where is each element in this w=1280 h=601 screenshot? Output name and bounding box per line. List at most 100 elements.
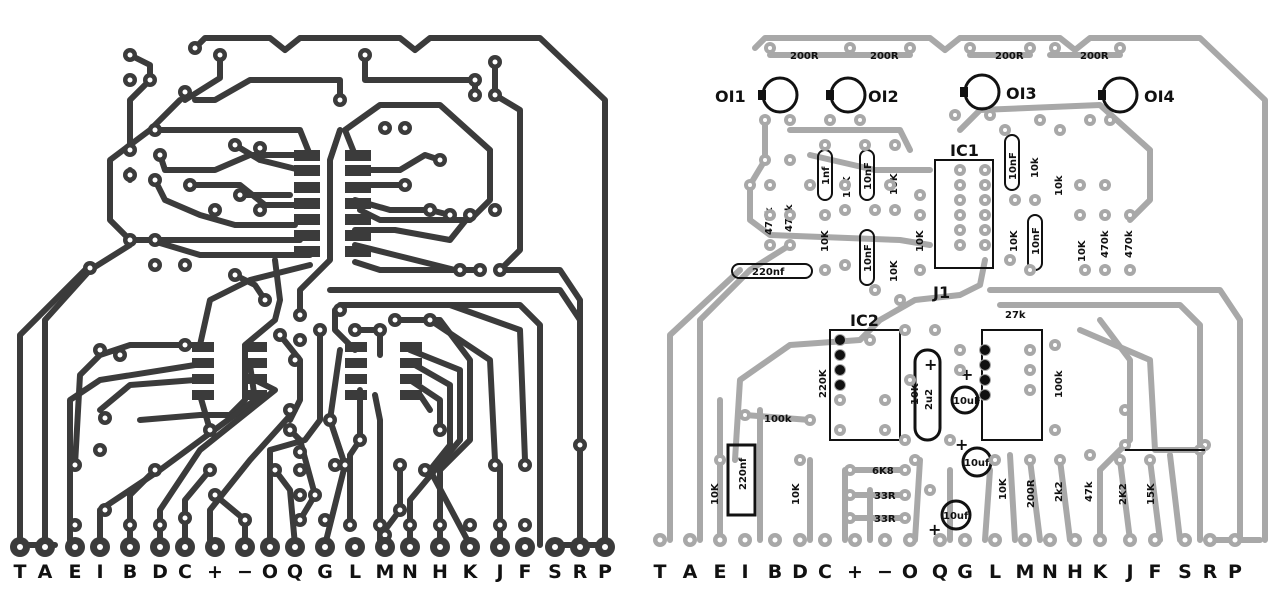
pad-hole <box>232 272 238 278</box>
pad-hole <box>958 368 962 372</box>
pad-hole <box>297 517 303 523</box>
component-overlay: OI1 OI2 OI3 OI4 IC1 IC2 <box>653 35 1268 547</box>
pad-hole <box>968 46 972 50</box>
pad-hole <box>1182 537 1188 543</box>
pad-hole <box>893 208 897 212</box>
pad-hole <box>97 447 103 453</box>
pad-hole <box>823 268 827 272</box>
svg-text:10k: 10k <box>1054 175 1065 196</box>
pad-hole <box>718 458 722 462</box>
pad-hole <box>798 458 802 462</box>
pad-hole <box>97 347 103 353</box>
pad-hole <box>983 183 987 187</box>
pad-hole <box>958 198 962 202</box>
edge-label: S <box>548 561 562 583</box>
edge-label: D <box>152 561 168 583</box>
pad-hole <box>993 458 997 462</box>
pad-hole <box>918 268 922 272</box>
pad-hole <box>447 212 453 218</box>
pad-hole <box>377 522 383 528</box>
pad-hole <box>903 516 907 520</box>
svg-text:15K: 15K <box>1146 482 1157 505</box>
pad-hole <box>1013 198 1017 202</box>
pad-hole <box>272 467 278 473</box>
edge-label: R <box>573 561 588 583</box>
pad-hole <box>297 467 303 473</box>
edge-label: J <box>494 561 503 583</box>
edge-label: N <box>402 561 418 583</box>
pad-hole <box>838 398 842 402</box>
svg-text:47k: 47k <box>1084 481 1095 502</box>
pad-hole <box>772 537 778 543</box>
edge-label: O <box>262 561 278 583</box>
pad-hole <box>768 213 772 217</box>
pad-hole <box>958 348 962 352</box>
transistor-oi1-label: OI1 <box>715 87 746 106</box>
edge-label: Q <box>287 561 303 583</box>
edge-label: M <box>1016 561 1035 583</box>
pad-hole <box>1003 128 1007 132</box>
svg-text:2k2: 2k2 <box>1054 481 1065 502</box>
pad-hole <box>492 59 498 65</box>
pad-hole <box>182 342 188 348</box>
pad-hole <box>72 544 78 550</box>
pad-hole <box>72 462 78 468</box>
pad-hole <box>1088 453 1092 457</box>
pad-hole <box>983 168 987 172</box>
pad-hole <box>182 89 188 95</box>
pad-hole <box>257 207 263 213</box>
transistor-oi2: OI2 <box>826 76 899 114</box>
pad-hole <box>843 183 847 187</box>
pad-hole <box>127 544 133 550</box>
pad-hole <box>907 537 913 543</box>
edge-label: D <box>792 561 808 583</box>
capacitor-10uf-a: 10uF <box>950 385 981 415</box>
pad-hole <box>437 157 443 163</box>
overlay-through-hole-pads <box>714 42 1211 524</box>
svg-text:100k: 100k <box>764 414 792 425</box>
pad-hole <box>127 52 133 58</box>
svg-text:10K: 10K <box>820 229 831 252</box>
edge-label: + <box>207 561 223 583</box>
pad-hole <box>748 183 752 187</box>
pad-hole <box>1053 428 1057 432</box>
pad-hole <box>1058 458 1062 462</box>
pad-hole <box>212 492 218 498</box>
transistor-oi1: OI1 <box>715 76 799 114</box>
ic2-label: IC2 <box>850 311 879 330</box>
pad-hole <box>522 522 528 528</box>
pad-hole <box>497 544 503 550</box>
pad-hole <box>242 544 248 550</box>
pad-hole <box>287 407 293 413</box>
pad-hole <box>958 228 962 232</box>
svg-text:10K: 10K <box>998 477 1009 500</box>
pad-hole <box>577 442 583 448</box>
pad-hole <box>127 147 133 153</box>
pad-hole <box>838 428 842 432</box>
ic-pin <box>980 345 990 355</box>
pad-hole <box>983 198 987 202</box>
transistor-oi4-label: OI4 <box>1144 87 1175 106</box>
pad-hole <box>72 522 78 528</box>
pad-hole <box>868 338 872 342</box>
pad-hole <box>1038 118 1042 122</box>
edge-label: − <box>237 561 253 583</box>
edge-label: E <box>69 561 82 583</box>
edge-label: Q <box>932 561 948 583</box>
pad-hole <box>127 237 133 243</box>
transistor-oi3-label: OI3 <box>1006 84 1037 103</box>
pad-hole <box>763 118 767 122</box>
pad-hole <box>958 213 962 217</box>
pad-hole <box>763 158 767 162</box>
transistor-oi3: OI3 <box>960 73 1037 111</box>
pad-hole <box>863 143 867 147</box>
pad-hole <box>237 192 243 198</box>
pad-hole <box>1207 537 1213 543</box>
pad-hole <box>297 449 303 455</box>
pad-hole <box>407 522 413 528</box>
pad-hole <box>437 544 443 550</box>
pad-hole <box>317 327 323 333</box>
pad-hole <box>497 522 503 528</box>
pad-hole <box>1028 46 1032 50</box>
edge-label: F <box>519 561 532 583</box>
